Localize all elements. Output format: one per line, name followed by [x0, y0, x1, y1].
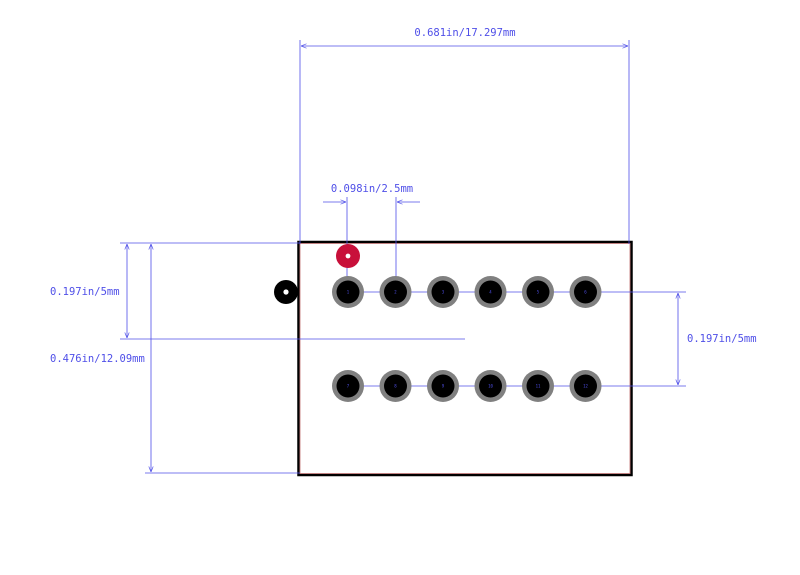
- extension-lines: [120, 40, 686, 474]
- pad: 9: [427, 370, 459, 402]
- dim-row-spacing-label: 0.197in/5mm: [687, 333, 757, 345]
- dim-pin1-center-label: 0.197in/5mm: [50, 286, 120, 298]
- dim-overall-height-label: 0.476in/12.09mm: [50, 353, 145, 365]
- pad: 6: [569, 276, 602, 308]
- board-edge: [299, 243, 631, 474]
- pad-label: 10: [488, 384, 493, 389]
- pad: 10: [474, 370, 507, 402]
- dimension-lines: [127, 46, 678, 472]
- pad-label: 7: [347, 384, 350, 389]
- pad-label: 5: [537, 290, 540, 295]
- pad: 2: [379, 276, 412, 308]
- pad-label: 2: [394, 290, 397, 295]
- pad-label: 11: [536, 384, 541, 389]
- pad: 11: [522, 370, 554, 402]
- pin1-marker: [336, 244, 360, 268]
- pad: 12: [569, 370, 602, 402]
- pad: 5: [522, 276, 554, 308]
- pad-label: 9: [442, 384, 445, 389]
- pad-label: 8: [394, 384, 397, 389]
- dim-overall-width-label: 0.681in/17.297mm: [414, 27, 515, 39]
- package-outline: [297, 240, 633, 477]
- pad-label: 6: [584, 290, 587, 295]
- pad-label: 12: [583, 384, 588, 389]
- pin1-dot-marker: [274, 280, 298, 304]
- pad: 4: [474, 276, 507, 308]
- dim-pitch-label: 0.098in/2.5mm: [331, 183, 413, 195]
- pad: 7: [332, 370, 364, 402]
- pad-label: 1: [347, 290, 350, 295]
- pad: 1: [332, 276, 364, 308]
- pad-label: 3: [442, 290, 445, 295]
- pad: 8: [379, 370, 412, 402]
- pad-label: 4: [489, 290, 492, 295]
- pad: 3: [427, 276, 459, 308]
